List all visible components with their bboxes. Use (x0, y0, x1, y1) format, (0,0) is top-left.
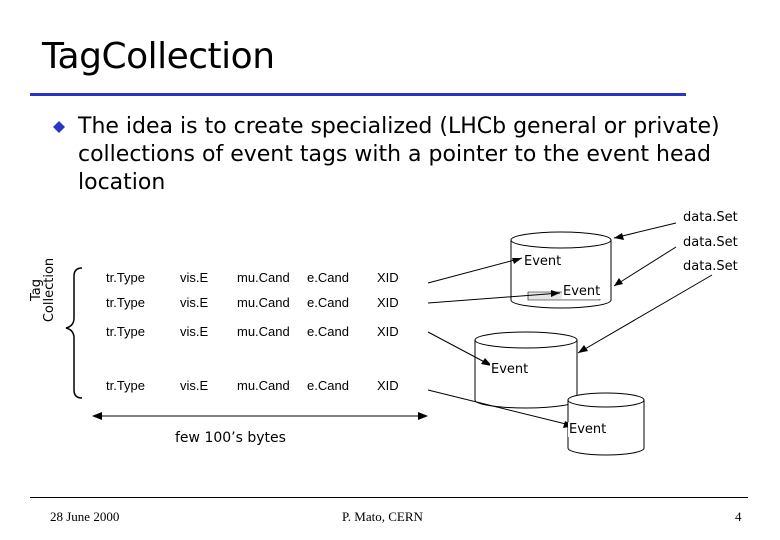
dataset-arrow-3 (577, 274, 713, 354)
table-cell: tr.Type (106, 378, 146, 393)
table-cell: e.Cand (307, 270, 349, 285)
dataset-label: data.Set (683, 210, 738, 225)
page-number: 4 (735, 509, 742, 524)
footer-divider (30, 497, 748, 498)
pointer-arrow-1 (427, 257, 523, 284)
size-arrow-right-head (418, 412, 428, 420)
table-cell: vis.E (180, 378, 209, 393)
pointer-arrow-3-head (481, 358, 492, 366)
dataset-arrow-1-head (614, 233, 624, 240)
event-label: Event (568, 422, 608, 437)
pointer-arrow-2 (427, 292, 561, 304)
pointer-arrow-4 (427, 389, 575, 427)
table-cell: vis.E (180, 295, 209, 310)
table-cell: e.Cand (307, 324, 349, 339)
table-cell: e.Cand (307, 295, 349, 310)
table-cell: mu.Cand (237, 324, 290, 339)
table-cell: tr.Type (106, 324, 146, 339)
table-cell: e.Cand (307, 378, 349, 393)
diamond-bullet-icon (53, 121, 65, 133)
dataset-label: data.Set (683, 235, 738, 250)
table-cell: XID (377, 270, 399, 285)
table-cell: tr.Type (106, 270, 146, 285)
dataset-arrow-1 (613, 222, 677, 239)
bullet-text: The idea is to create specialized (LHCb … (78, 114, 720, 195)
table-cell: vis.E (180, 270, 209, 285)
slide-title: TagCollection (42, 36, 275, 77)
side-label-line2: Collection (42, 257, 57, 323)
dataset-arrow-2-head (614, 278, 623, 286)
footer-author: P. Mato, CERN (342, 509, 423, 524)
dataset-arrow-3-head (578, 345, 588, 353)
title-underline (30, 93, 686, 96)
table-cell: XID (377, 378, 399, 393)
pointer-arrow-1-head (512, 258, 522, 264)
dataset-label: data.Set (683, 259, 738, 274)
size-label: few 100’s bytes (175, 430, 286, 446)
table-cell: mu.Cand (237, 295, 290, 310)
footer-date: 28 June 2000 (50, 509, 120, 524)
left-brace (65, 267, 83, 399)
table-cell: XID (377, 324, 399, 339)
event-label: Event (523, 254, 563, 269)
pointer-arrow-3 (427, 331, 493, 367)
table-cell: XID (377, 295, 399, 310)
event-label: Event (490, 362, 530, 377)
pointer-arrow-2-head (551, 290, 560, 297)
size-arrow-left-head (92, 412, 102, 420)
event-label: Event (562, 284, 602, 299)
table-cell: mu.Cand (237, 378, 290, 393)
table-cell: mu.Cand (237, 270, 290, 285)
table-cell: tr.Type (106, 295, 146, 310)
table-cell: vis.E (180, 324, 209, 339)
tag-collection-label: Tag Collection (29, 250, 57, 330)
dataset-arrow-2 (613, 246, 677, 287)
